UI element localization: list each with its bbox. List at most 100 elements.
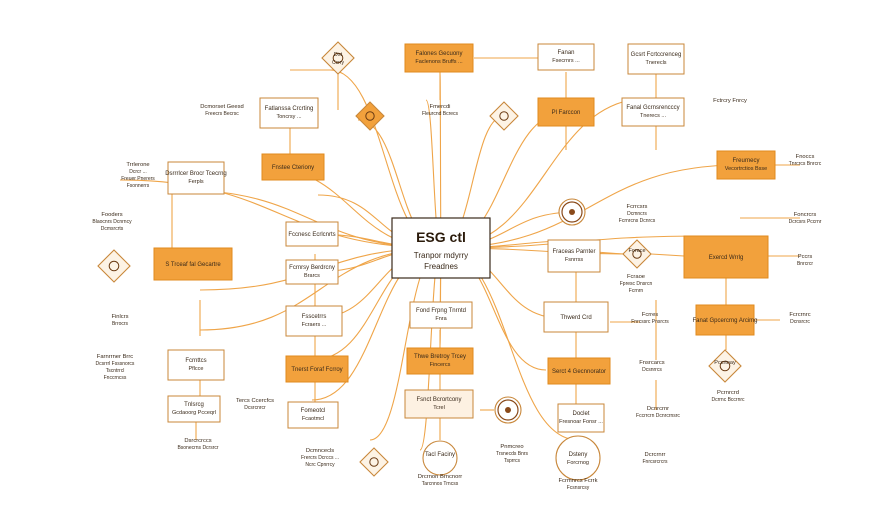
node-label: Tacl Faciny	[425, 452, 455, 458]
node-sublabel: Forcrnog	[567, 460, 589, 466]
node-d2[interactable]	[355, 101, 385, 131]
node-sublabel: Fnra	[435, 316, 447, 322]
node-label: Fomeotcl	[301, 408, 326, 414]
annotation-line: Fnrcssrc Pnsrcrs	[631, 319, 669, 325]
node-label: Freurnecy	[732, 158, 759, 164]
annotation-line: Fcrrcsrs	[627, 204, 648, 210]
box-node-shape	[285, 221, 339, 247]
annotation-line: Tsprrcs	[504, 458, 521, 464]
node-n15[interactable]: Fanal GcrnsrencccyTnerecs ...	[621, 97, 685, 127]
node-n17[interactable]: Fccnesc Ecrlcnrts	[285, 221, 339, 247]
node-d5[interactable]: Forace	[622, 239, 652, 269]
box-node-shape	[543, 301, 609, 333]
node-n12[interactable]: FananFsecrnrs ...	[537, 43, 595, 71]
node-sublabel: Ferpls	[188, 179, 204, 185]
annotation-line: Fcsnsrcsy	[567, 485, 590, 491]
node-label: Tnerst Foraf Fcrroy	[291, 367, 342, 373]
annotation-line: Pnmcreo	[500, 444, 523, 450]
node-n3[interactable]: Exercd Wrrlg	[683, 235, 769, 279]
node-n10[interactable]: Serct 4 Gecnnorator	[547, 357, 611, 385]
node-sublabel: Pflcce	[189, 366, 204, 372]
annotation-line: Fcraoe	[627, 274, 645, 280]
node-sublabel: Ccrry	[332, 60, 344, 66]
node-d6[interactable]: Pccrtnay	[708, 349, 742, 383]
node-i2[interactable]	[494, 396, 522, 424]
node-sublabel: Fresnoar Fonsr ...	[559, 419, 603, 425]
node-label: Thwe Bretroy Trcey	[414, 354, 466, 360]
center-subtitle: Tranpor mdyrry	[414, 251, 468, 260]
node-sublabel: Tnerecs ...	[640, 113, 666, 119]
node-label: Falones Gecuony	[415, 51, 462, 57]
node-c1[interactable]: Tacl Faciny	[422, 440, 458, 476]
annotation-line: Dcsrrrl Fsssnorcs	[96, 361, 135, 367]
annotation-line: Dcrcsrs Pccrnr	[789, 219, 822, 225]
annotation-line: Fooders	[101, 212, 122, 218]
node-n5[interactable]: Tnerst Foraf Fcrroy	[285, 355, 349, 383]
node-sublabel: Fcraers ...	[302, 322, 327, 328]
node-label: Fcrnrsy Berdrcny	[289, 265, 335, 271]
center-node[interactable]: ESG ctl Tranpor mdyrry Freadnes	[391, 217, 491, 279]
box-node-shape	[537, 97, 595, 127]
box-node-shape	[285, 305, 343, 337]
node-label: Tnlsrcg	[184, 402, 204, 408]
node-sublabel: Faclenons Bruffs ...	[415, 59, 463, 65]
node-sublabel: Brarcs	[304, 273, 320, 279]
annotation-line: Dcmncrs	[627, 211, 647, 217]
node-d4[interactable]	[97, 249, 131, 283]
node-n2[interactable]: Pl Farccon	[537, 97, 595, 127]
marker-icon	[499, 111, 509, 121]
box-node-shape	[167, 395, 221, 423]
decision-diamond	[97, 249, 131, 283]
center-title: ESG ctl	[416, 229, 466, 245]
node-n19[interactable]: FsscetrrsFcraers ...	[285, 305, 343, 337]
annotation-line: Trrlerone	[126, 162, 149, 168]
node-n9[interactable]: Fnstee Cteriony	[261, 153, 325, 181]
annotation-line: Ncrc Cpnrrcy	[305, 462, 335, 468]
node-label: Gcsrt Fcrtccrenceg	[631, 52, 682, 58]
box-node-shape	[557, 403, 605, 433]
box-node-shape	[406, 347, 474, 375]
decision-diamond	[321, 41, 355, 75]
decision-diamond	[489, 101, 519, 131]
box-node-shape	[621, 97, 685, 127]
node-label: Dst	[334, 52, 343, 58]
annotation-line: Dcnrcrnr	[647, 406, 669, 412]
annotation-line: Fnccrncss	[104, 375, 127, 381]
node-n4[interactable]: S Trceaf fal Gecartre	[153, 247, 233, 281]
box-node-shape	[404, 43, 474, 73]
node-label: Fatlanssa Crcrting	[265, 106, 314, 112]
node-n14[interactable]: Fatlanssa CrcrtingToncrsy ...	[259, 97, 319, 129]
node-n21[interactable]: Thwerd Crd	[543, 301, 609, 333]
node-d7[interactable]	[359, 447, 389, 477]
connector-line	[440, 164, 741, 249]
annotation-line: Tercs Ccercfcs	[236, 398, 274, 404]
annotation-line: Dcrrnc Bccrnrc	[711, 397, 745, 403]
box-node-shape	[716, 150, 776, 180]
node-i1[interactable]	[558, 198, 586, 226]
node-n6[interactable]: Fanat Gpcercrng Arcimg	[692, 304, 758, 336]
annotation-line: Fsonnerrs	[127, 183, 150, 189]
node-d3[interactable]	[489, 101, 519, 131]
marker-icon	[108, 260, 120, 272]
